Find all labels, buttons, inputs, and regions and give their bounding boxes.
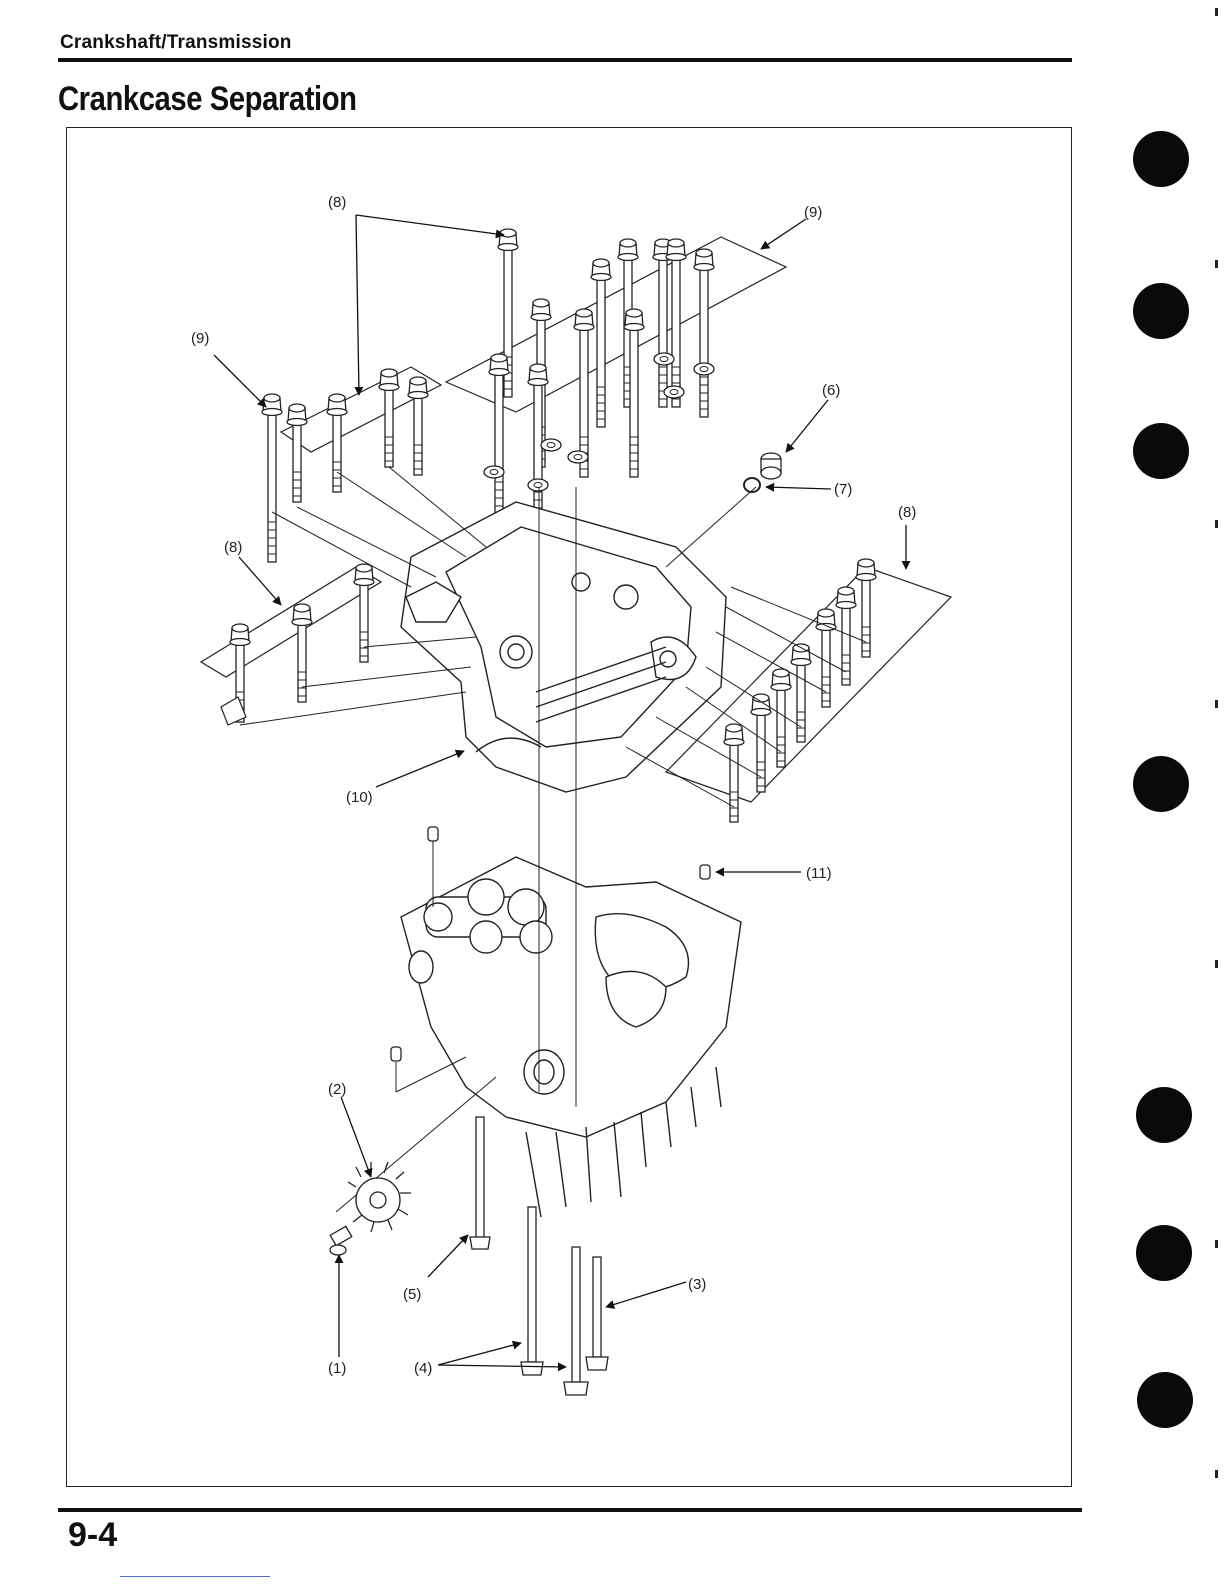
callout-6: (6)	[822, 382, 840, 399]
footer-rule	[58, 1508, 1082, 1512]
edge-mark	[1215, 960, 1218, 968]
callout-1: (1)	[328, 1360, 346, 1377]
binder-hole	[1133, 283, 1189, 339]
edge-mark	[1215, 8, 1218, 16]
edge-mark	[1215, 1470, 1218, 1478]
right-lower-bolts	[724, 559, 876, 822]
binder-hole	[1136, 1225, 1192, 1281]
left-top-bolts	[262, 369, 428, 562]
callout-3: (3)	[688, 1276, 706, 1293]
upper-long-bolts	[489, 229, 714, 532]
edge-mark	[1215, 1240, 1218, 1248]
lower-crankcase	[401, 857, 741, 1217]
binder-hole	[1133, 423, 1189, 479]
binder-hole	[1133, 756, 1189, 812]
binder-hole	[1137, 1372, 1193, 1428]
lower-bolts	[470, 1117, 608, 1395]
upper-crankcase	[401, 502, 726, 792]
callout-4: (4)	[414, 1360, 432, 1377]
binder-hole	[1136, 1087, 1192, 1143]
callout-9-left: (9)	[191, 330, 209, 347]
page-number: 9-4	[68, 1516, 117, 1555]
crankcase-exploded-diagram: (8) (9) (9) (6) (7) (8) (8) (10) (11) (2…	[66, 127, 1072, 1487]
callout-10: (10)	[346, 789, 373, 806]
edge-mark	[1215, 520, 1218, 528]
edge-mark	[1215, 260, 1218, 268]
page-title: Crankcase Separation	[58, 80, 357, 119]
callout-9-right: (9)	[804, 204, 822, 221]
callout-8-right: (8)	[898, 504, 916, 521]
left-lower-bolts	[230, 564, 374, 722]
gear-bolt	[330, 1226, 352, 1255]
binder-hole	[1133, 131, 1189, 187]
callout-2: (2)	[328, 1081, 346, 1098]
footer-link-underline	[120, 1576, 270, 1577]
header-rule	[58, 58, 1072, 62]
callout-8-left: (8)	[224, 539, 242, 556]
timing-gear	[348, 1162, 411, 1232]
callout-5: (5)	[403, 1286, 421, 1303]
oil-plug	[761, 453, 781, 479]
edge-mark	[1215, 700, 1218, 708]
callout-7: (7)	[834, 481, 852, 498]
section-header: Crankshaft/Transmission	[60, 32, 292, 54]
callout-11: (11)	[806, 865, 832, 882]
callout-8-top: (8)	[328, 194, 346, 211]
